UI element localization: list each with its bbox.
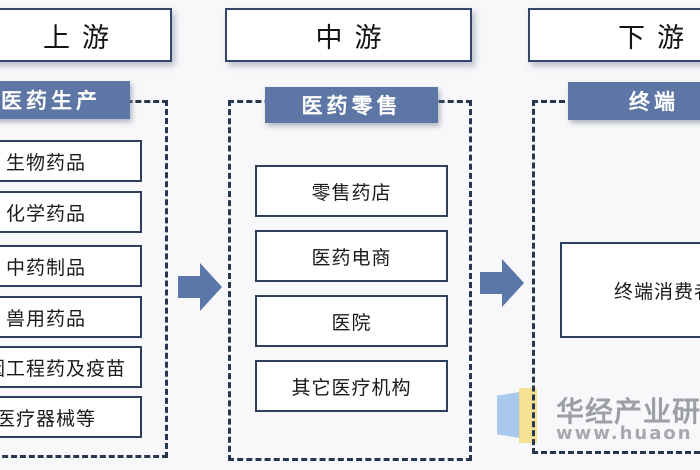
- item-box-other-medical-institutions: 其它医疗机构: [255, 360, 448, 412]
- item-box-pharma-ecommerce: 医药电商: [255, 230, 448, 282]
- brand-logo-flag-icon: [497, 392, 520, 438]
- item-box-biological-drugs: 生物药品: [0, 140, 142, 182]
- item-box-retail-pharmacy: 零售药店: [255, 165, 448, 217]
- brand-url: www.huaon: [556, 423, 693, 444]
- flow-arrow-upstream-to-midstream-icon: [178, 263, 222, 311]
- stage-header-midstream: 中游: [225, 8, 472, 62]
- item-box-chemical-drugs: 化学药品: [0, 191, 142, 233]
- item-box-medical-devices: 医疗器械等: [0, 396, 142, 438]
- stage-header-upstream: 上游: [0, 8, 172, 62]
- stage-header-downstream: 下游: [528, 8, 700, 62]
- item-box-veterinary-drugs: 兽用药品: [0, 296, 142, 338]
- category-tag-terminal: 终端: [568, 82, 700, 120]
- category-tag-pharma-production: 医药生产: [0, 81, 130, 119]
- item-box-tcm-products: 中药制品: [0, 245, 142, 287]
- item-box-hospital: 医院: [255, 295, 448, 347]
- item-box-gene-engineering-vaccines: 基因工程药及疫苗: [0, 346, 142, 388]
- category-tag-pharma-retail: 医药零售: [265, 87, 438, 123]
- brand-name: 华经产业研: [556, 395, 700, 428]
- item-box-end-consumers: 终端消费者: [560, 242, 700, 338]
- flow-arrow-midstream-to-downstream-icon: [480, 259, 524, 307]
